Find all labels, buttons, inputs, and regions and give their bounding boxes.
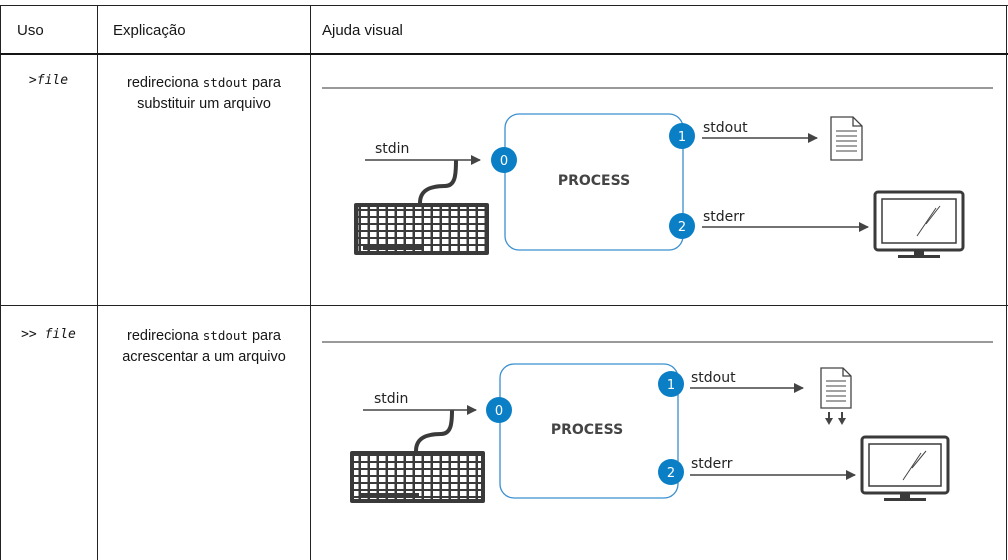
- header-ajuda-visual: Ajuda visual: [322, 22, 403, 39]
- table-border-top: [0, 5, 1008, 6]
- stdin-label: stdin: [375, 141, 409, 157]
- keyboard-icon: [354, 159, 489, 255]
- table-border-right: [1006, 5, 1007, 560]
- explanation-text: redireciona: [127, 75, 203, 91]
- stderr-label: stderr: [691, 456, 733, 472]
- fd0-badge: 0: [491, 147, 517, 173]
- explanation-cell: redireciona stdout para acrescentar a um…: [100, 325, 308, 368]
- header-explicacao: Explicação: [113, 22, 186, 39]
- fd1-label: 1: [667, 378, 675, 393]
- row-divider: [0, 305, 1008, 306]
- header-divider: [0, 53, 1008, 55]
- fd0-label: 0: [495, 404, 503, 419]
- table-divider: [97, 5, 98, 560]
- file-icon: [830, 116, 863, 161]
- monitor-icon: [873, 190, 965, 258]
- explanation-text: redireciona: [127, 328, 203, 344]
- usage-cell: >file: [0, 73, 97, 88]
- fd1-badge: 1: [669, 123, 695, 149]
- usage-operator: >>: [21, 327, 37, 342]
- explanation-code: stdout: [202, 75, 248, 90]
- table-border-left: [0, 5, 1, 560]
- explanation-text: para: [247, 75, 281, 91]
- file-append-icon: [820, 367, 852, 425]
- fd1-badge: 1: [658, 371, 684, 397]
- stdout-label: stdout: [703, 120, 748, 136]
- usage-filename: file: [44, 327, 76, 342]
- fd2-label: 2: [667, 466, 675, 481]
- fd0-badge: 0: [486, 397, 512, 423]
- keyboard-icon: [350, 409, 485, 503]
- usage-filename: file: [36, 73, 69, 88]
- explanation-cell: redireciona stdout para substituir um ar…: [100, 72, 308, 115]
- usage-cell: >> file: [0, 327, 97, 342]
- diagram-append: stdin PROCESS 0 1 2 stdout: [322, 341, 993, 503]
- process-box: [499, 363, 679, 499]
- usage-operator: >: [28, 73, 37, 88]
- fd1-label: 1: [678, 130, 686, 145]
- diagram-overwrite: stdin PROCESS 0 1 2 stdout: [322, 87, 993, 258]
- table-divider: [310, 5, 311, 560]
- process-box: [504, 113, 684, 251]
- explanation-text: substituir um arquivo: [137, 96, 271, 112]
- fd0-label: 0: [500, 154, 508, 169]
- process-label: PROCESS: [551, 422, 623, 438]
- stderr-label: stderr: [703, 209, 745, 225]
- process-label: PROCESS: [558, 173, 630, 189]
- stdin-label: stdin: [374, 391, 408, 407]
- explanation-text: acrescentar a um arquivo: [122, 349, 286, 365]
- stdout-label: stdout: [691, 370, 736, 386]
- fd2-badge: 2: [669, 213, 695, 239]
- header-uso: Uso: [17, 22, 44, 39]
- explanation-text: para: [247, 328, 281, 344]
- monitor-icon: [860, 435, 950, 501]
- explanation-code: stdout: [202, 328, 248, 343]
- fd2-badge: 2: [658, 459, 684, 485]
- fd2-label: 2: [678, 220, 686, 235]
